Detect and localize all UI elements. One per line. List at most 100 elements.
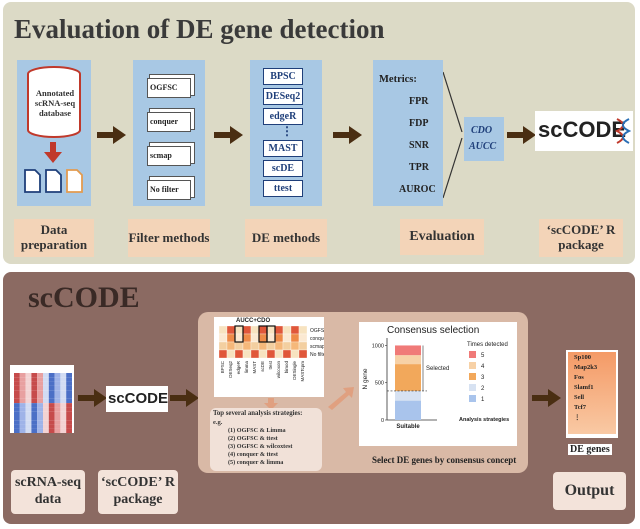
heatmap-cell — [290, 333, 300, 343]
de-method-ttest: ttest — [263, 180, 303, 197]
heatmap-cell — [290, 349, 300, 359]
heatmap-cell — [19, 394, 26, 399]
heatmap-cell — [250, 333, 260, 343]
metric-fpr: FPR — [409, 96, 429, 107]
heatmap-cell — [31, 394, 38, 399]
sccode-package-label: ‘scCODE’ R package — [539, 219, 623, 257]
y-tick-label: 1000 — [372, 343, 384, 349]
gene-list: Sp100 Map2k3 Fos Slamf1 Sell Tcf7 ⋮ — [574, 353, 597, 423]
heatmap-cell — [54, 403, 61, 408]
heatmap-cell — [66, 394, 72, 399]
heatmap-col-label: limma — [244, 361, 249, 373]
heatmap-cell — [60, 403, 67, 408]
heatmap-cell — [60, 377, 67, 382]
heatmap-cell — [19, 385, 26, 391]
heatmap-cell — [31, 381, 38, 386]
heatmap-cell — [14, 373, 20, 378]
heatmap-cell — [282, 325, 292, 335]
heatmap-cell — [25, 424, 32, 429]
heatmap-cell — [43, 398, 49, 404]
heatmap-col-label: edgeR — [236, 360, 241, 374]
de-method-mast: MAST — [263, 140, 303, 157]
heatmap-cell — [218, 349, 228, 359]
heatmap-cell — [48, 398, 55, 404]
heatmap-cell — [218, 333, 228, 343]
heatmap-cell — [226, 325, 236, 335]
stacked-bar-segment — [395, 390, 421, 401]
heatmap-cell — [54, 416, 61, 421]
heatmap-cell — [25, 398, 32, 404]
de-methods-box: BPSC DESeq2 edgeR ⋮ MAST scDE ttest — [250, 60, 322, 206]
x-axis-label: Analysis strategies — [459, 417, 509, 423]
heatmap-col-label: ttest — [268, 360, 273, 369]
heatmap-cell — [14, 377, 20, 382]
gene-item: Tcf7 — [574, 404, 587, 411]
heatmap-cell — [14, 394, 20, 399]
heatmap-cell — [54, 381, 61, 386]
diagonal-arrow-icon — [328, 387, 354, 410]
metric-tpr: TPR — [409, 162, 429, 173]
heatmap-cell — [25, 381, 32, 386]
heatmap-cell — [60, 385, 67, 391]
heatmap-cell — [25, 407, 32, 412]
heatmap-cell — [54, 407, 61, 412]
heatmap-cell — [25, 385, 32, 391]
arrow-right-icon — [214, 126, 243, 144]
heatmap-cell — [66, 407, 72, 412]
heatmap-cell — [48, 424, 55, 429]
heatmap-cell — [298, 333, 308, 343]
heatmap-row-label: conquer — [310, 336, 324, 342]
cdo-label: CDO — [471, 125, 493, 136]
heatmap-cell — [258, 325, 268, 335]
gene-item: Slamf1 — [574, 384, 594, 391]
legend-swatch — [469, 351, 476, 358]
heatmap-cell — [242, 325, 252, 335]
heatmap-cell — [25, 394, 32, 399]
heatmap-cell — [19, 377, 26, 382]
aucc-label: AUCC — [469, 141, 497, 152]
heatmap-cell — [37, 381, 43, 386]
filter-card-ogfsc: OGFSC — [147, 78, 191, 98]
heatmap-cell — [60, 390, 67, 395]
heatmap-cell — [226, 349, 236, 359]
de-genes-label: DE genes — [568, 444, 612, 455]
heatmap-cell — [226, 333, 236, 343]
de-method-ellipsis: ⋮ — [281, 124, 293, 138]
heatmap-cell — [25, 403, 32, 408]
heatmap-cell — [54, 373, 61, 378]
heatmap-cell — [266, 341, 276, 351]
heatmap-cell — [25, 373, 32, 378]
y-axis-label: N gene — [362, 368, 369, 389]
chart-title: Consensus selection — [387, 325, 480, 336]
strategies-title: Top several analysis strategies: — [213, 410, 303, 417]
files-icon — [24, 169, 83, 193]
mini-logo-text: scCODE — [108, 390, 169, 407]
heatmap-cell — [37, 377, 43, 382]
heatmap-cell — [290, 341, 300, 351]
down-arrow-icon — [264, 398, 278, 410]
cdo-aucc-box: CDO AUCC — [464, 117, 504, 161]
heatmap-cell — [258, 333, 268, 343]
stacked-bar-segment — [395, 364, 421, 391]
heatmap-cell — [66, 381, 72, 386]
heatmap-cell — [60, 428, 67, 433]
metric-fdp: FDP — [409, 118, 429, 129]
heatmap-cell — [282, 333, 292, 343]
heatmap-cell — [290, 325, 300, 335]
heatmap-cell — [14, 381, 20, 386]
legend-swatch — [469, 395, 476, 402]
heatmap-cell — [298, 325, 308, 335]
filter-methods-box: OGFSC conquer scmap No filter — [133, 60, 205, 206]
de-methods-label: DE methods — [245, 219, 327, 257]
gene-item: Sell — [574, 394, 585, 401]
heatmap-cell — [31, 385, 38, 391]
heatmap-cell — [54, 390, 61, 395]
heatmap-row-label: scmap — [310, 344, 324, 350]
heatmap-cell — [14, 385, 20, 391]
heatmap-cell — [60, 398, 67, 404]
heatmap-cell — [48, 411, 55, 416]
heatmap-cell — [258, 349, 268, 359]
heatmap-cell — [48, 390, 55, 395]
evaluation-label: Evaluation — [400, 219, 484, 255]
y-tick-label: 0 — [381, 418, 384, 424]
